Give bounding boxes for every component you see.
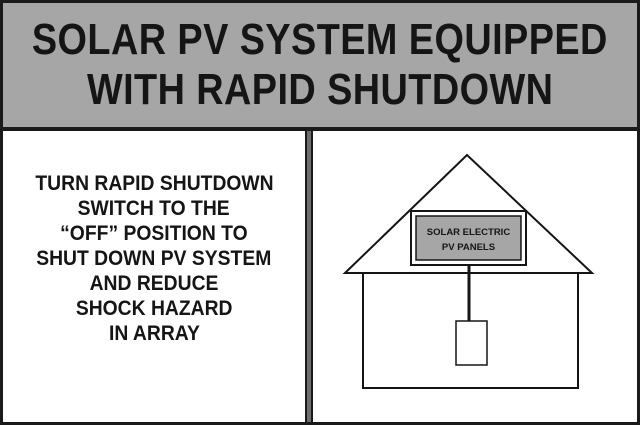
instruction-line: TURN RAPID SHUTDOWN — [34, 172, 274, 195]
instruction-line: “OFF” POSITION TO — [60, 222, 248, 245]
instruction-line: SWITCH TO THE — [77, 197, 231, 220]
panel-divider — [305, 131, 313, 422]
instruction-line: SHUT DOWN PV SYSTEM — [36, 247, 272, 270]
house-diagram-svg: SOLAR ELECTRIC PV PANELS — [342, 153, 595, 389]
panel-label-line-1: SOLAR ELECTRIC — [427, 227, 511, 238]
sign-header: SOLAR PV SYSTEM EQUIPPED WITH RAPID SHUT… — [3, 3, 637, 131]
house-diagram: SOLAR ELECTRIC PV PANELS — [315, 131, 637, 422]
solar-panel-face — [415, 215, 522, 261]
sign-title-line-1: SOLAR PV SYSTEM EQUIPPED — [32, 15, 608, 64]
panel-label-line-2: PV PANELS — [442, 242, 495, 253]
instruction-line: AND REDUCE — [89, 272, 219, 295]
instruction-line: SHOCK HAZARD — [75, 297, 233, 320]
rapid-shutdown-switch-box — [455, 320, 488, 366]
instruction-panel: TURN RAPID SHUTDOWN SWITCH TO THE “OFF” … — [3, 131, 305, 422]
sign-title-line-2: WITH RAPID SHUTDOWN — [86, 65, 554, 114]
instruction-line: IN ARRAY — [108, 322, 200, 345]
